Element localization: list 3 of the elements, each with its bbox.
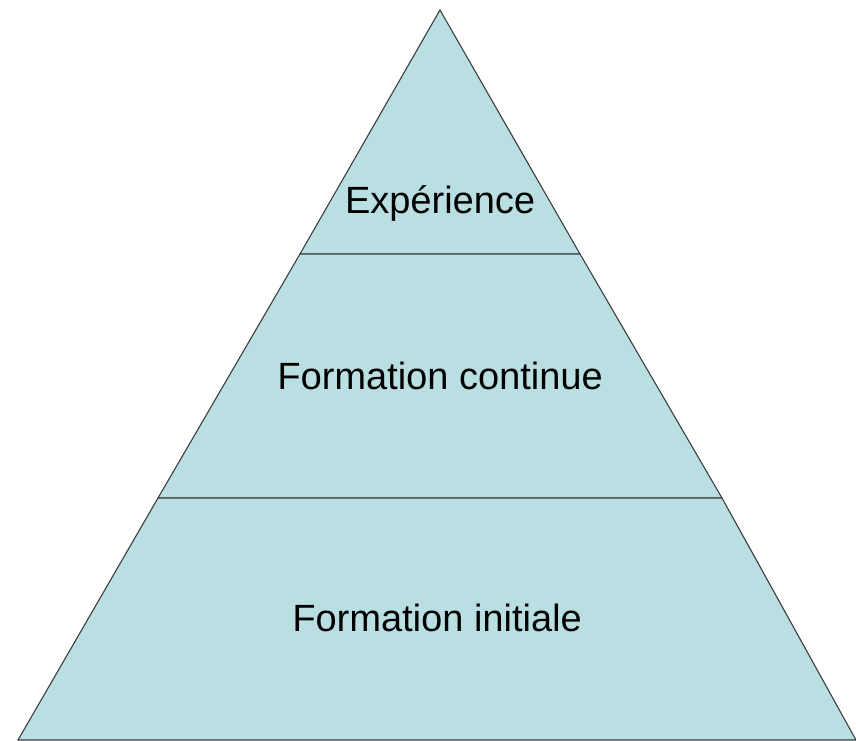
tier-label: Formation continue	[277, 356, 603, 399]
tier-label: Formation initiale	[292, 598, 582, 641]
tier-label: Expérience	[344, 180, 536, 223]
